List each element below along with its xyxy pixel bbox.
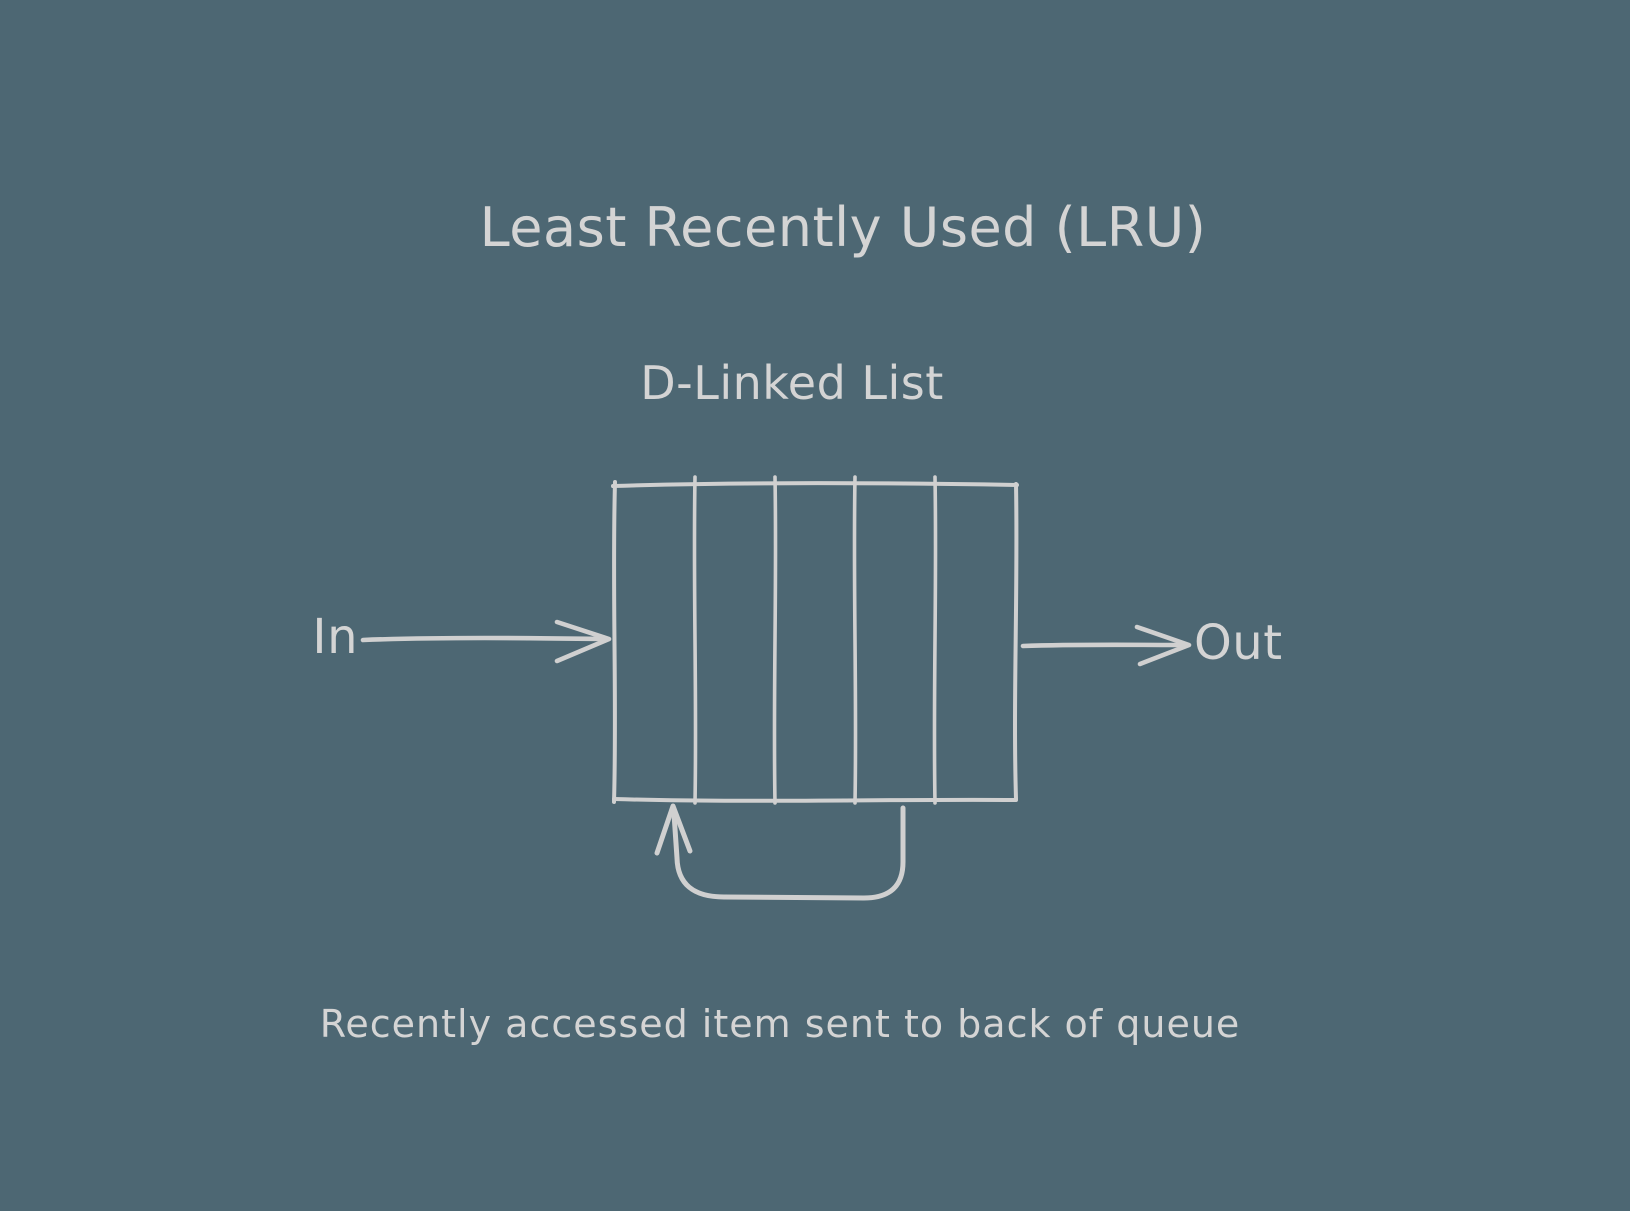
queue-box <box>611 480 1019 804</box>
out-arrow <box>1020 624 1192 667</box>
queue-box-bottom-edge <box>612 797 1018 803</box>
in-arrow-head <box>554 619 612 664</box>
out-arrow-head <box>1134 624 1192 667</box>
diagram-title: Least Recently Used (LRU) <box>479 196 1207 259</box>
recycle-loop-path <box>671 805 906 901</box>
in-label: In <box>312 609 358 665</box>
queue-cell-divider <box>772 475 778 805</box>
queue-box-top-edge <box>611 481 1019 488</box>
in-arrow <box>360 619 612 664</box>
queue-box-left-edge <box>612 480 617 804</box>
queue-cell-divider <box>692 475 698 805</box>
queue-cell-divider <box>852 475 858 805</box>
out-arrow-shaft <box>1020 642 1187 649</box>
in-arrow-shaft <box>360 635 607 643</box>
out-label: Out <box>1194 615 1283 671</box>
queue-cell-divider <box>932 475 938 805</box>
dlinked-list-label: D-Linked List <box>640 356 944 410</box>
queue-box-right-edge <box>1013 482 1019 801</box>
recycle-loop-arrow-head <box>654 803 693 856</box>
queue-cell-dividers <box>692 475 938 805</box>
recycle-loop-arrow <box>654 803 906 901</box>
caption-text: Recently accessed item sent to back of q… <box>319 1002 1241 1046</box>
